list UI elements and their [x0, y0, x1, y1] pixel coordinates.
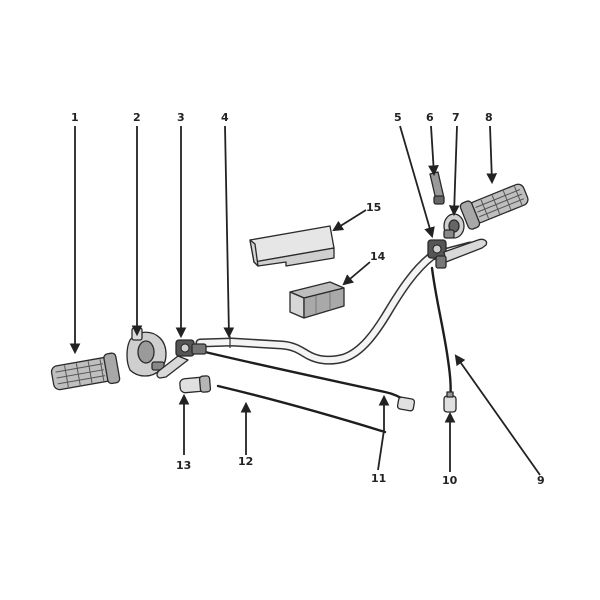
part-7 — [443, 213, 465, 239]
part-14 — [289, 281, 345, 319]
cable-9 — [430, 266, 452, 400]
part-6 — [429, 171, 445, 205]
leader-lines — [69, 125, 541, 476]
callout-8: 8 — [485, 111, 493, 124]
callout-13: 13 — [176, 459, 191, 472]
callout-10: 10 — [442, 474, 458, 487]
part-15 — [249, 225, 335, 267]
part-13 — [179, 375, 212, 394]
right-grip — [459, 183, 529, 230]
callout-labels: 1 2 3 4 5 6 7 8 9 10 11 12 13 14 15 — [71, 111, 545, 487]
callout-15: 15 — [366, 201, 381, 214]
callout-11: 11 — [371, 472, 386, 485]
cable-12 — [216, 384, 387, 434]
callout-5: 5 — [394, 111, 402, 124]
left-switch-housing — [126, 327, 167, 377]
clutch-lever-assembly — [156, 339, 207, 379]
callout-14: 14 — [370, 250, 386, 263]
callout-1: 1 — [71, 111, 79, 124]
callout-4: 4 — [221, 111, 229, 124]
callout-9: 9 — [537, 474, 545, 487]
callout-12: 12 — [238, 455, 253, 468]
part-10-fitting — [443, 391, 457, 413]
callout-7: 7 — [452, 111, 460, 124]
callout-3: 3 — [177, 111, 185, 124]
callout-6: 6 — [426, 111, 434, 124]
right-brake-lever-assembly — [427, 238, 488, 269]
callout-2: 2 — [133, 111, 141, 124]
cable-11 — [203, 350, 410, 404]
left-grip — [50, 352, 121, 391]
cable-end-11 — [396, 396, 416, 412]
